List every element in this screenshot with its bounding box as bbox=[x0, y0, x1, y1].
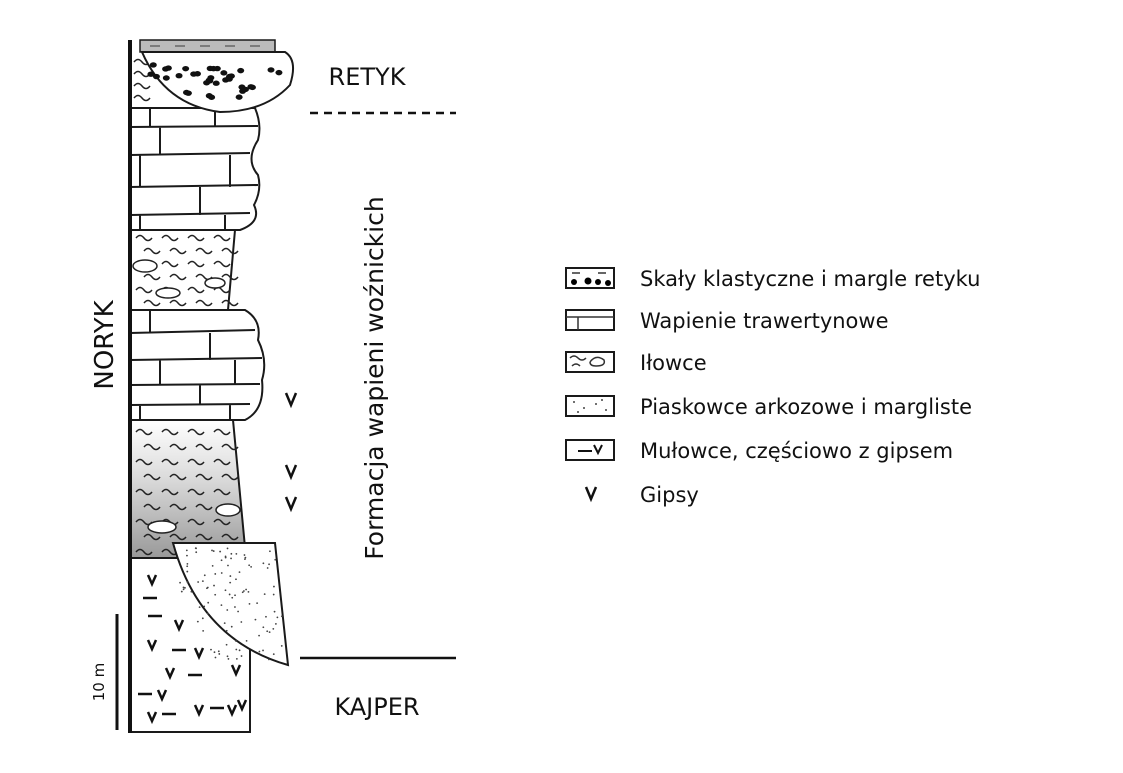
claystone-layer-upper bbox=[129, 229, 239, 311]
limestone-layer-lower bbox=[129, 309, 266, 421]
legend-label: Skały klastyczne i margle retyku bbox=[640, 267, 980, 291]
legend-label: Piaskowce arkozowe i margliste bbox=[640, 395, 972, 419]
claystone-layer-lower bbox=[129, 419, 248, 559]
legend-label: Mułowce, częściowo z gipsem bbox=[640, 439, 953, 463]
limestone-layer-upper bbox=[129, 107, 261, 231]
sandstone-lens bbox=[171, 542, 290, 667]
sandstone-pattern-icon bbox=[565, 395, 615, 417]
stage-kajper: KAJPER bbox=[334, 693, 419, 721]
stage-noryk: NORYK bbox=[90, 299, 120, 389]
limestone-pattern-icon bbox=[565, 309, 615, 331]
legend-item: Skały klastyczne i margle retyku bbox=[565, 267, 980, 291]
legend-item: Gipsy bbox=[584, 483, 699, 507]
stage-retyk: RETYK bbox=[329, 63, 407, 91]
formation-label: Formacja wapieni woźnickich bbox=[360, 196, 389, 559]
scale-label: 10 m bbox=[90, 663, 108, 701]
conglomerate-lens bbox=[140, 51, 295, 114]
legend-item: Iłowce bbox=[565, 351, 707, 375]
legend-label: Iłowce bbox=[640, 351, 707, 375]
gypsum-symbols bbox=[284, 392, 298, 513]
legend-item: Mułowce, częściowo z gipsem bbox=[565, 439, 953, 463]
legend-item: Wapienie trawertynowe bbox=[565, 309, 889, 333]
legend-label: Gipsy bbox=[640, 483, 699, 507]
legend-label: Wapienie trawertynowe bbox=[640, 309, 889, 333]
legend-item: Piaskowce arkozowe i margliste bbox=[565, 395, 972, 419]
legend: Skały klastyczne i margle retyku Wapieni… bbox=[565, 267, 980, 507]
gypsum-icon bbox=[584, 486, 598, 503]
